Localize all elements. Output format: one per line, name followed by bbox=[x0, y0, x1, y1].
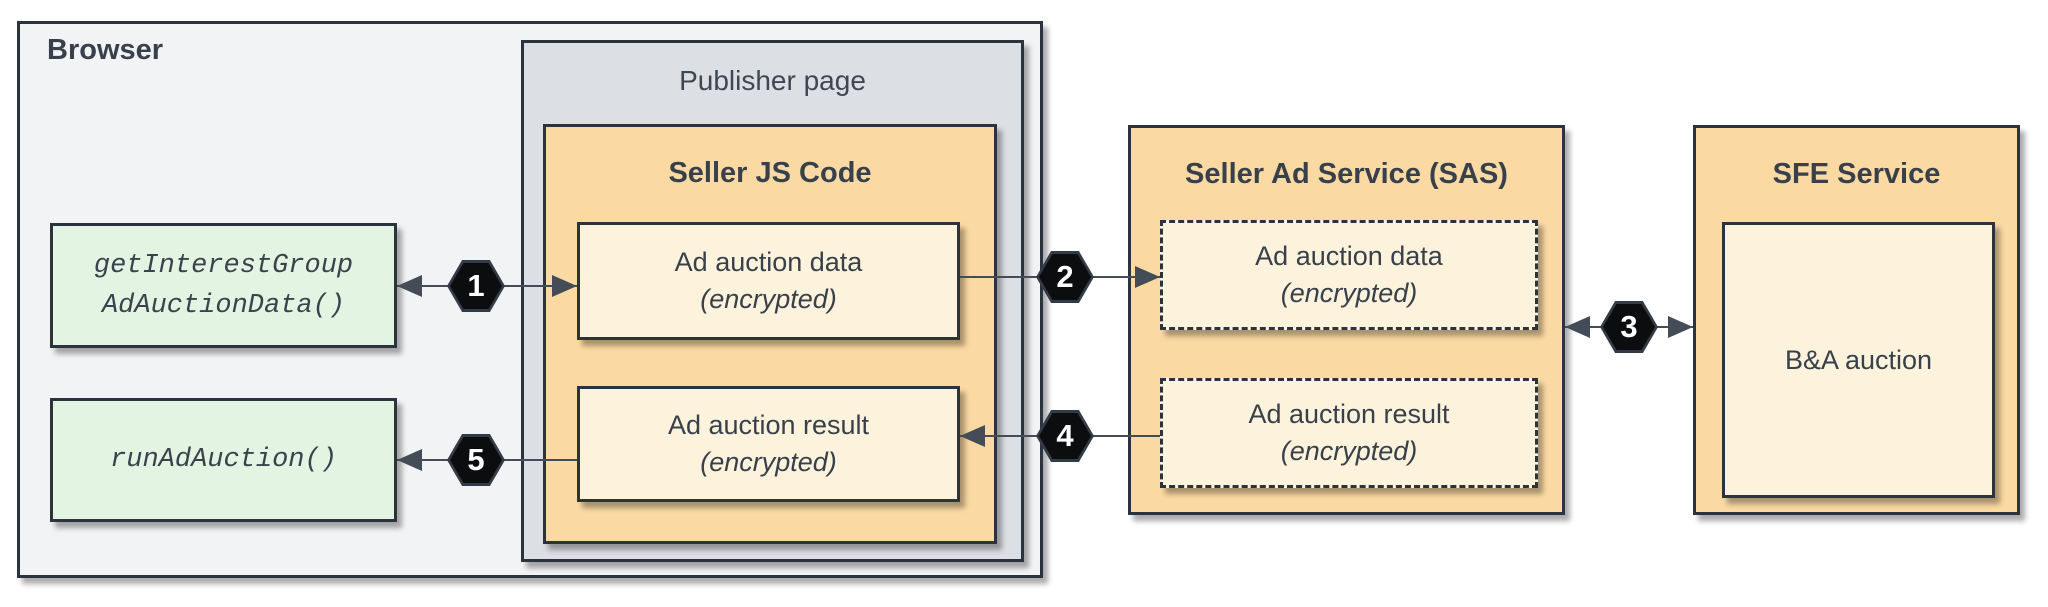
seller-ad-service-title: Seller Ad Service (SAS) bbox=[1185, 158, 1508, 190]
sas-ad-auction-data-box: Ad auction data (encrypted) bbox=[1160, 220, 1538, 330]
step-2-badge: 2 bbox=[1036, 251, 1094, 303]
arrow-5-arrowhead-icon bbox=[397, 449, 422, 471]
js-ad-auction-result-box: Ad auction result (encrypted) bbox=[577, 386, 960, 502]
ba-auction-label: B&A auction bbox=[1784, 344, 1933, 375]
step-5-badge-inner: 5 bbox=[450, 437, 502, 483]
js-ad-auction-result-line2: (encrypted) bbox=[700, 447, 837, 477]
get-interest-group-ad-auction-data-box: getInterestGroup AdAuctionData() bbox=[50, 223, 397, 348]
arrow-1-right-arrowhead-icon bbox=[552, 275, 577, 297]
ba-auction-box: B&A auction bbox=[1722, 222, 1995, 498]
arrow-1-left-arrowhead-icon bbox=[397, 275, 422, 297]
get-interest-group-line2: AdAuctionData() bbox=[101, 290, 346, 321]
arrow-2-arrowhead-icon bbox=[1135, 266, 1160, 288]
step-2-badge-inner: 2 bbox=[1039, 254, 1091, 300]
js-ad-auction-result-line1: Ad auction result bbox=[667, 410, 870, 440]
js-ad-auction-data-box: Ad auction data (encrypted) bbox=[577, 222, 960, 340]
arrow-3-right-arrowhead-icon bbox=[1668, 316, 1693, 338]
seller-js-code-title: Seller JS Code bbox=[668, 157, 872, 189]
sfe-service-title: SFE Service bbox=[1772, 158, 1941, 190]
publisher-page-label: Publisher page bbox=[679, 65, 866, 96]
step-2-number: 2 bbox=[1056, 259, 1074, 294]
step-1-badge-inner: 1 bbox=[450, 263, 502, 309]
js-ad-auction-data-line1: Ad auction data bbox=[674, 247, 863, 277]
step-4-badge-inner: 4 bbox=[1039, 413, 1091, 459]
step-1-number: 1 bbox=[467, 268, 485, 303]
sas-ad-auction-data-line2: (encrypted) bbox=[1280, 278, 1418, 308]
arrow-4-arrowhead-icon bbox=[960, 425, 985, 447]
sas-ad-auction-result-line1: Ad auction result bbox=[1248, 399, 1450, 429]
js-ad-auction-data-line2: (encrypted) bbox=[700, 284, 837, 314]
step-4-badge: 4 bbox=[1036, 410, 1094, 462]
step-4-number: 4 bbox=[1056, 418, 1074, 453]
run-ad-auction-box: runAdAuction() bbox=[50, 398, 397, 522]
sas-ad-auction-result-line2: (encrypted) bbox=[1280, 436, 1418, 466]
step-5-number: 5 bbox=[467, 442, 485, 477]
step-3-badge-inner: 3 bbox=[1603, 304, 1655, 350]
browser-label: Browser bbox=[47, 34, 164, 66]
step-3-badge: 3 bbox=[1600, 301, 1658, 353]
run-ad-auction-label: runAdAuction() bbox=[110, 445, 337, 475]
sas-ad-auction-data-line1: Ad auction data bbox=[1255, 241, 1443, 271]
get-interest-group-line1: getInterestGroup bbox=[93, 250, 354, 281]
step-3-number: 3 bbox=[1620, 309, 1638, 344]
sas-ad-auction-result-box: Ad auction result (encrypted) bbox=[1160, 378, 1538, 488]
arrow-3-left-arrowhead-icon bbox=[1565, 316, 1590, 338]
